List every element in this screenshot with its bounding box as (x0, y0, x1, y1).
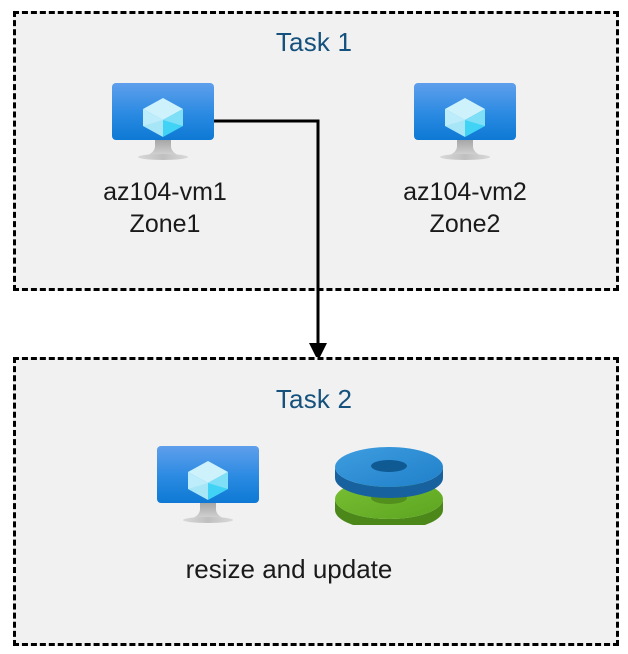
task-2-title: Task 2 (275, 384, 353, 414)
disk-blue (335, 447, 443, 498)
task-1-title: Task 1 (275, 27, 353, 57)
azure-virtual-machine-icon (412, 82, 518, 160)
task-2-container (13, 357, 619, 646)
azure-virtual-machine-icon (155, 445, 261, 523)
vm2-caption: az104-vm2 Zone2 (403, 178, 527, 238)
task-2-caption: resize and update (185, 554, 393, 584)
vm1-caption: az104-vm1 Zone1 (103, 178, 227, 238)
azure-virtual-machine-icon (110, 82, 216, 160)
azure-disks-icon (333, 443, 445, 530)
